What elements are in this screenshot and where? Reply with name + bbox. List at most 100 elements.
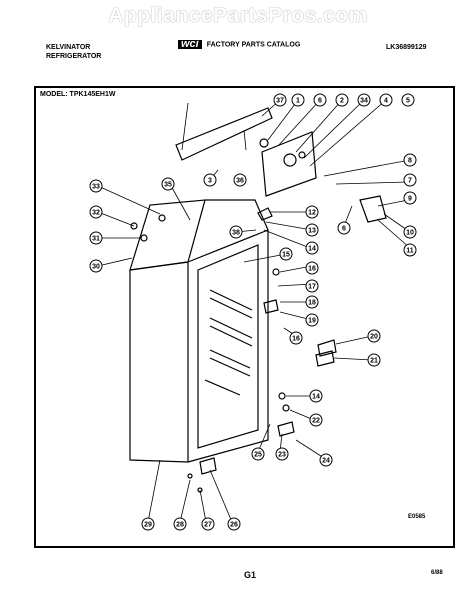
- callout-35: 35: [161, 177, 175, 191]
- watermark: AppliancePartsPros.com: [108, 4, 368, 27]
- svg-text:18: 18: [308, 300, 316, 307]
- svg-text:19: 19: [308, 318, 316, 325]
- svg-text:23: 23: [278, 452, 286, 459]
- callout-33: 33: [89, 179, 103, 193]
- svg-text:36: 36: [236, 178, 244, 185]
- model-label: MODEL: TPK145EH1W: [40, 91, 116, 98]
- svg-text:24: 24: [322, 458, 330, 465]
- page-number: G1: [244, 570, 257, 580]
- callout-37: 37: [273, 93, 287, 107]
- callout-38: 38: [229, 225, 243, 239]
- callout-16: 16: [305, 261, 319, 275]
- callout-3: 3: [203, 173, 217, 187]
- shelf-rail: [209, 317, 253, 347]
- brand-block: KELVINATOR REFRIGERATOR: [46, 43, 136, 61]
- svg-text:3: 3: [208, 178, 212, 185]
- svg-text:8: 8: [408, 158, 412, 165]
- cabinet-right-opening: [187, 229, 269, 463]
- callout-25: 25: [251, 447, 265, 461]
- callout-14: 14: [305, 241, 319, 255]
- callout-24: 24: [319, 453, 333, 467]
- callout-30: 30: [89, 259, 103, 273]
- wci-logo: wci: [178, 39, 202, 50]
- svg-text:2: 2: [340, 98, 344, 105]
- product-type: REFRIGERATOR: [46, 53, 102, 60]
- callout-27: 27: [201, 517, 215, 531]
- leader-lines: [97, 99, 411, 523]
- catalog-number: LK36899129: [386, 44, 427, 51]
- svg-text:13: 13: [308, 228, 316, 235]
- callout-1: 1: [291, 93, 305, 107]
- svg-text:14: 14: [312, 394, 320, 401]
- svg-text:27: 27: [204, 522, 212, 529]
- control-panel-part: [261, 131, 317, 197]
- shelf-rail: [209, 349, 251, 377]
- callout-2: 2: [335, 93, 349, 107]
- svg-text:30: 30: [92, 264, 100, 271]
- callout-36: 36: [233, 173, 247, 187]
- callout-34: 34: [357, 93, 371, 107]
- callout-31: 31: [89, 231, 103, 245]
- svg-text:1: 1: [296, 98, 300, 105]
- diagram-frame: [34, 86, 455, 548]
- catalog-title: FACTORY PARTS CATALOG: [206, 41, 301, 49]
- hinge-part: [257, 207, 273, 221]
- svg-text:6: 6: [318, 98, 322, 105]
- svg-text:20: 20: [370, 334, 378, 341]
- callout-11: 11: [403, 243, 417, 257]
- svg-text:32: 32: [92, 210, 100, 217]
- svg-text:15: 15: [282, 252, 290, 259]
- callout-23: 23: [275, 447, 289, 461]
- brand-name: KELVINATOR: [46, 44, 91, 51]
- callout-10: 10: [403, 225, 417, 239]
- svg-text:28: 28: [176, 522, 184, 529]
- screw-part: [158, 214, 166, 222]
- callout-17: 17: [305, 279, 319, 293]
- callout-16b: 16: [289, 331, 303, 345]
- cabinet-liner: [197, 244, 259, 449]
- svg-text:31: 31: [92, 236, 100, 243]
- cabinet-drawing: [129, 107, 387, 493]
- shelf-rail: [204, 379, 241, 396]
- callout-6: 6: [313, 93, 327, 107]
- control-knob: [283, 153, 297, 167]
- svg-text:6: 6: [342, 226, 346, 233]
- svg-text:10: 10: [406, 230, 414, 237]
- cabinet-top-edge: [205, 199, 269, 231]
- svg-text:35: 35: [164, 182, 172, 189]
- callout-22: 22: [309, 413, 323, 427]
- callout-5: 5: [401, 93, 415, 107]
- callout-14b: 14: [309, 389, 323, 403]
- callout-4: 4: [379, 93, 393, 107]
- svg-text:9: 9: [408, 196, 412, 203]
- catalog-title-block: wci FACTORY PARTS CATALOG: [178, 39, 301, 50]
- leveler-part: [199, 457, 217, 475]
- svg-text:16: 16: [308, 266, 316, 273]
- diagram-code: E0585: [408, 514, 426, 520]
- svg-text:7: 7: [408, 178, 412, 185]
- callout-19: 19: [305, 313, 319, 327]
- roller-part: [315, 350, 335, 367]
- clip-part: [263, 299, 279, 314]
- callout-15: 15: [279, 247, 293, 261]
- svg-text:5: 5: [406, 98, 410, 105]
- bracket-part: [359, 195, 387, 223]
- callout-13: 13: [305, 223, 319, 237]
- callout-labels: 37 1 6 2 34 4 5 3 36 8 7 9 10 11 6 12 13…: [89, 93, 417, 531]
- callout-26: 26: [227, 517, 241, 531]
- callout-7: 7: [403, 173, 417, 187]
- cabinet-top: [129, 199, 206, 271]
- callout-28: 28: [173, 517, 187, 531]
- callout-6b: 6: [337, 221, 351, 235]
- cabinet-left-side: [129, 261, 189, 463]
- callout-18: 18: [305, 295, 319, 309]
- cam-part: [277, 421, 295, 437]
- svg-text:22: 22: [312, 418, 320, 425]
- svg-text:37: 37: [276, 98, 284, 105]
- callout-32: 32: [89, 205, 103, 219]
- svg-text:25: 25: [254, 452, 262, 459]
- svg-text:34: 34: [360, 98, 368, 105]
- svg-text:26: 26: [230, 522, 238, 529]
